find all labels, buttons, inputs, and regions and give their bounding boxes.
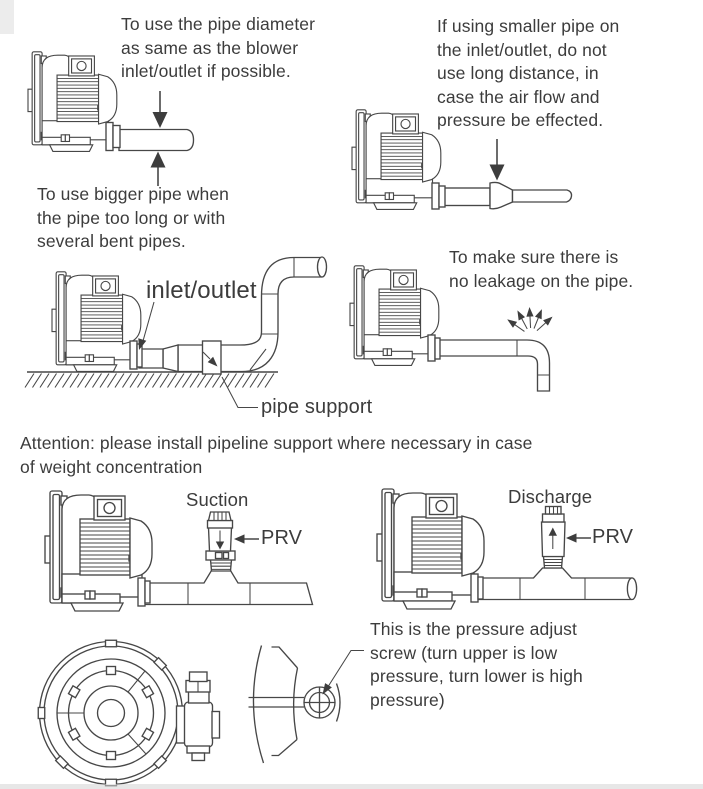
blower-side-icon bbox=[44, 490, 153, 612]
label-inlet-outlet: inlet/outlet bbox=[146, 277, 257, 304]
pipe-open-end bbox=[316, 256, 328, 278]
note-pressure-adjust-screw: This is the pressure adjust screw (turn … bbox=[370, 619, 583, 710]
blower-side-icon bbox=[351, 109, 442, 210]
pipe-reducer bbox=[489, 181, 514, 210]
screw-leader bbox=[322, 649, 364, 695]
pipe-tee bbox=[473, 567, 632, 601]
blower-side-icon bbox=[349, 265, 440, 366]
attention-note: Attention: please install pipeline suppo… bbox=[20, 433, 533, 477]
inlet-outlet-leader bbox=[138, 301, 155, 350]
arrow-down-icon bbox=[489, 139, 505, 181]
screw-icon bbox=[303, 686, 336, 719]
pipe-small bbox=[511, 189, 573, 203]
label-prv-discharge: PRV bbox=[592, 526, 634, 548]
blower-side-icon bbox=[27, 51, 118, 152]
prv-valve bbox=[540, 505, 566, 569]
note-smaller-pipe: If using smaller pipe on the inlet/outle… bbox=[437, 16, 620, 130]
pipe-taper bbox=[162, 344, 179, 373]
blower-front-view bbox=[37, 639, 221, 787]
leak-arrows-icon bbox=[507, 307, 553, 332]
panel-pipe-diameter bbox=[27, 51, 195, 186]
arrow-down-icon bbox=[215, 530, 225, 550]
pipe-support-leader bbox=[221, 376, 258, 409]
arrow-down-icon bbox=[152, 91, 168, 128]
panel-no-leakage bbox=[349, 265, 553, 392]
prv-valve bbox=[205, 511, 236, 572]
label-prv-suction: PRV bbox=[261, 527, 303, 549]
pipe bbox=[118, 128, 195, 152]
label-suction: Suction bbox=[186, 489, 249, 510]
label-discharge: Discharge bbox=[508, 486, 593, 507]
arrow-up-icon bbox=[150, 151, 166, 186]
note-bigger-pipe: To use bigger pipe when the pipe too lon… bbox=[37, 184, 230, 251]
pipe-elbow-down bbox=[435, 339, 551, 392]
prv-pointer-icon bbox=[234, 534, 259, 544]
arrow-up-icon bbox=[548, 527, 557, 549]
note-pipe-diameter: To use the pipe diameter as same as the … bbox=[121, 14, 316, 81]
panel-discharge-prv bbox=[376, 488, 638, 610]
ground-hatch bbox=[24, 371, 278, 388]
hub-tabs bbox=[67, 665, 155, 761]
note-no-leakage: To make sure there is no leakage on the … bbox=[449, 247, 634, 291]
pipe-riser bbox=[177, 256, 323, 373]
pipe-tee bbox=[139, 569, 314, 606]
prv-pointer-icon bbox=[566, 533, 591, 543]
panel-suction-prv bbox=[44, 490, 314, 612]
blower-side-icon bbox=[376, 488, 485, 610]
prv-valve-front bbox=[175, 671, 221, 762]
panel-smaller-pipe bbox=[351, 109, 573, 210]
label-pipe-support: pipe support bbox=[261, 396, 373, 418]
blower-side-icon bbox=[51, 271, 142, 372]
panel-pipeline-support bbox=[24, 256, 328, 409]
support-pointer-icon bbox=[202, 351, 218, 367]
pipe-support-block bbox=[201, 340, 222, 375]
impeller-spokes bbox=[57, 670, 147, 755]
pipe-open-end bbox=[626, 577, 638, 601]
pipe bbox=[439, 187, 491, 207]
adjust-screw-detail bbox=[248, 645, 364, 764]
